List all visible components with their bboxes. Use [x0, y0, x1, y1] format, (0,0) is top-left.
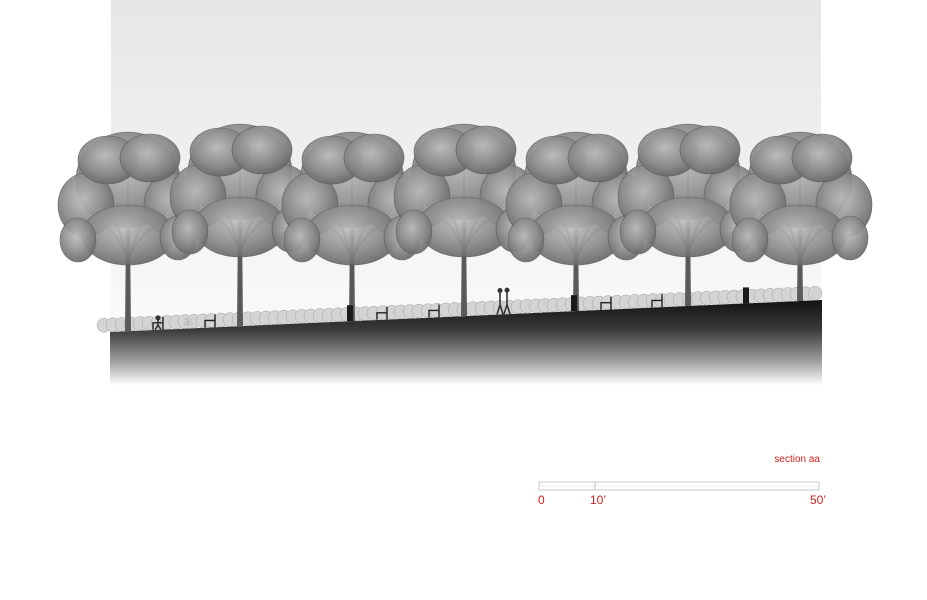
tree-foliage [791, 133, 853, 183]
bench-icon [204, 314, 216, 328]
tree-foliage [171, 209, 209, 255]
bench-icon [600, 296, 612, 310]
tree-foliage [343, 133, 405, 183]
tree-foliage [567, 133, 629, 183]
person-icon [503, 287, 511, 315]
tree-foliage [231, 125, 293, 175]
ground-label: 26 [183, 317, 194, 327]
tree-icon [505, 131, 649, 312]
scale-label-50: 50’ [810, 493, 827, 507]
scale-label-10: 10’ [590, 493, 607, 507]
section-title: section aa [774, 454, 820, 465]
tree-foliage [731, 217, 769, 263]
person-icon [496, 287, 504, 315]
tree-row [57, 123, 873, 332]
tree-foliage [59, 217, 97, 263]
tree-icon [729, 131, 873, 301]
shrub-icon [807, 286, 823, 301]
tree-foliage [119, 133, 181, 183]
ground-section [110, 300, 822, 385]
bench-icon [376, 306, 388, 320]
bench-icon [651, 294, 663, 308]
tree-foliage [619, 209, 657, 255]
shrub-layer [96, 286, 823, 333]
tree-foliage [283, 217, 321, 263]
bench-icon [428, 304, 440, 318]
bollard-icon [743, 287, 749, 304]
bollard-icon [347, 305, 353, 322]
tree-foliage [507, 217, 545, 263]
tree-icon [281, 131, 425, 322]
scale-bar [538, 481, 820, 491]
street-furniture [152, 287, 749, 331]
tree-foliage [831, 215, 869, 261]
bollard-icon [571, 295, 577, 312]
tree-foliage [455, 125, 517, 175]
tree-foliage [679, 125, 741, 175]
scale-label-0: 0 [538, 493, 545, 507]
person-icon [154, 315, 162, 331]
tree-icon [617, 123, 761, 307]
tree-foliage [395, 209, 433, 255]
